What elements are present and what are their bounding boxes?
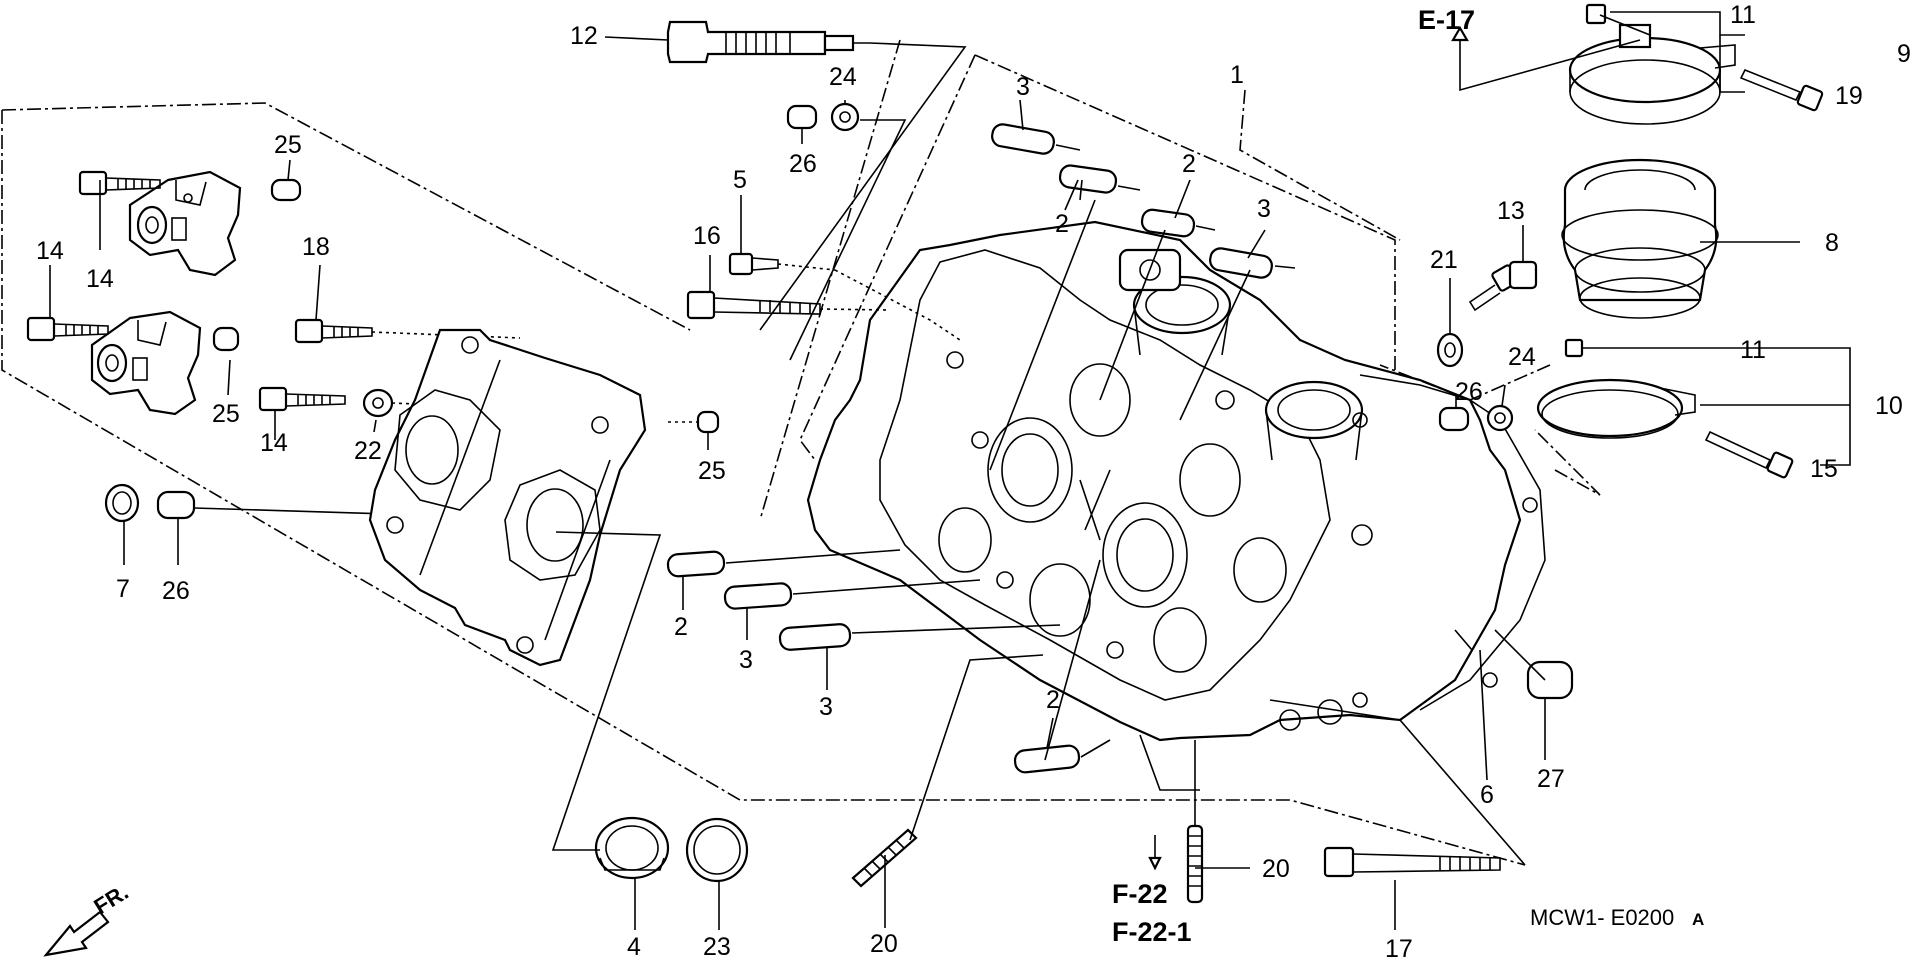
clip-11-b	[1564, 338, 1584, 358]
valve-guide-2-a	[1058, 164, 1118, 194]
band-clamp-10	[1536, 378, 1696, 439]
callout-8: 8	[1825, 229, 1839, 257]
callout-17: 17	[1385, 935, 1413, 959]
callout-21: 21	[1430, 246, 1458, 274]
callout-1: 1	[1230, 61, 1244, 89]
direction-label: FR.	[89, 879, 132, 919]
callout-2: 2	[674, 613, 688, 641]
callout-14: 14	[86, 265, 114, 293]
bolt-18	[294, 318, 521, 344]
dowel-26-c	[1438, 406, 1470, 432]
callout-2: 2	[1182, 150, 1196, 178]
callout-25: 25	[212, 400, 240, 428]
o-ring-23	[685, 817, 749, 883]
washer-24-a	[830, 102, 860, 132]
reference-f22[interactable]: F-22	[1112, 879, 1168, 909]
callout-4: 4	[627, 933, 641, 959]
valve-guide-2-b	[1140, 208, 1196, 238]
dowel-25-c	[668, 410, 720, 434]
bolt-14-a	[78, 170, 161, 196]
callout-23: 23	[703, 933, 731, 959]
dowel-25-b	[212, 326, 240, 352]
dowel-25-a	[270, 178, 302, 202]
callout-11: 11	[1730, 1, 1756, 29]
callout-6: 6	[1480, 781, 1494, 809]
front-direction-arrow: FR.	[43, 879, 133, 957]
bolt-5	[728, 252, 779, 276]
bolt-14-b	[26, 316, 109, 342]
valve-guide-3-c	[723, 582, 793, 610]
callout-25: 25	[698, 457, 726, 485]
callout-2: 2	[1046, 686, 1060, 714]
leader-lines	[49, 11, 1851, 930]
valve-guide-3-d	[778, 623, 852, 651]
valve-guide-2-c	[666, 550, 726, 578]
callout-3: 3	[1016, 73, 1030, 101]
washer-24-b	[1486, 404, 1514, 432]
screw-15	[1704, 430, 1794, 479]
callout-11: 11	[1740, 336, 1766, 364]
callout-25: 25	[274, 131, 302, 159]
arrow-icon	[43, 910, 110, 957]
washer-21	[1436, 332, 1464, 368]
callout-9: 9	[1897, 40, 1911, 68]
band-clamp-9	[1568, 23, 1736, 125]
callout-numbers: 1 2 2 2 2 3 3 3 3 4 5 6 7 8 9 10 11 11 1…	[36, 1, 1911, 959]
camshaft-holder-lower	[90, 310, 202, 416]
bolt-17	[1323, 846, 1501, 878]
camshaft-holder-upper	[128, 170, 242, 277]
callout-5: 5	[733, 166, 747, 194]
screw-19	[1739, 68, 1824, 112]
valve-guide-3-b	[1209, 247, 1273, 279]
stud-20-b	[1186, 824, 1204, 904]
valve-guide-3-a	[991, 123, 1055, 155]
callout-26: 26	[1455, 378, 1483, 406]
spark-plug-12	[666, 20, 870, 64]
callout-10: 10	[1875, 392, 1903, 420]
sensor-13	[1468, 260, 1538, 312]
washer-22	[362, 388, 601, 418]
reference-f22-1[interactable]: F-22-1	[1112, 917, 1192, 947]
sleeve-4	[594, 816, 670, 880]
oil-seal-7	[104, 483, 140, 523]
bolt-14-c	[258, 386, 346, 412]
callout-27: 27	[1537, 765, 1565, 793]
callout-3: 3	[1257, 195, 1271, 223]
reference-e17[interactable]: E-17	[1418, 5, 1475, 35]
drawing-code-suffix: A	[1692, 910, 1704, 929]
callout-3: 3	[739, 646, 753, 674]
clip-11-a	[1585, 3, 1607, 25]
callout-19: 19	[1835, 82, 1863, 110]
callout-2: 2	[1055, 210, 1069, 238]
callout-20: 20	[870, 930, 898, 958]
callout-20: 20	[1262, 855, 1290, 883]
callout-13: 13	[1497, 197, 1525, 225]
insulator-8	[1561, 158, 1719, 319]
callout-24: 24	[1508, 343, 1536, 371]
callout-7: 7	[116, 575, 130, 603]
callout-3: 3	[819, 693, 833, 721]
drawing-code: MCW1- E0200 A	[1530, 905, 1704, 930]
callout-14: 14	[36, 237, 64, 265]
reference-labels: E-17 F-22 F-22-1	[1112, 5, 1475, 947]
callout-24: 24	[829, 63, 857, 91]
cylinder-head	[806, 220, 1546, 742]
callout-26: 26	[162, 577, 190, 605]
camshaft-holder-plate	[368, 328, 647, 667]
callout-15: 15	[1810, 455, 1838, 483]
callout-16: 16	[693, 222, 721, 250]
dowel-26-b	[786, 104, 818, 130]
callout-22: 22	[354, 437, 382, 465]
callout-18: 18	[302, 233, 330, 261]
bolt-16	[686, 290, 821, 320]
callout-12: 12	[570, 22, 598, 50]
dowel-27	[1526, 660, 1574, 700]
callout-14: 14	[260, 429, 288, 457]
drawing-code-text: MCW1- E0200	[1530, 905, 1674, 930]
guide-leader-lines	[725, 144, 1296, 758]
valve-guide-2-d	[1013, 744, 1081, 774]
callout-26: 26	[789, 150, 817, 178]
